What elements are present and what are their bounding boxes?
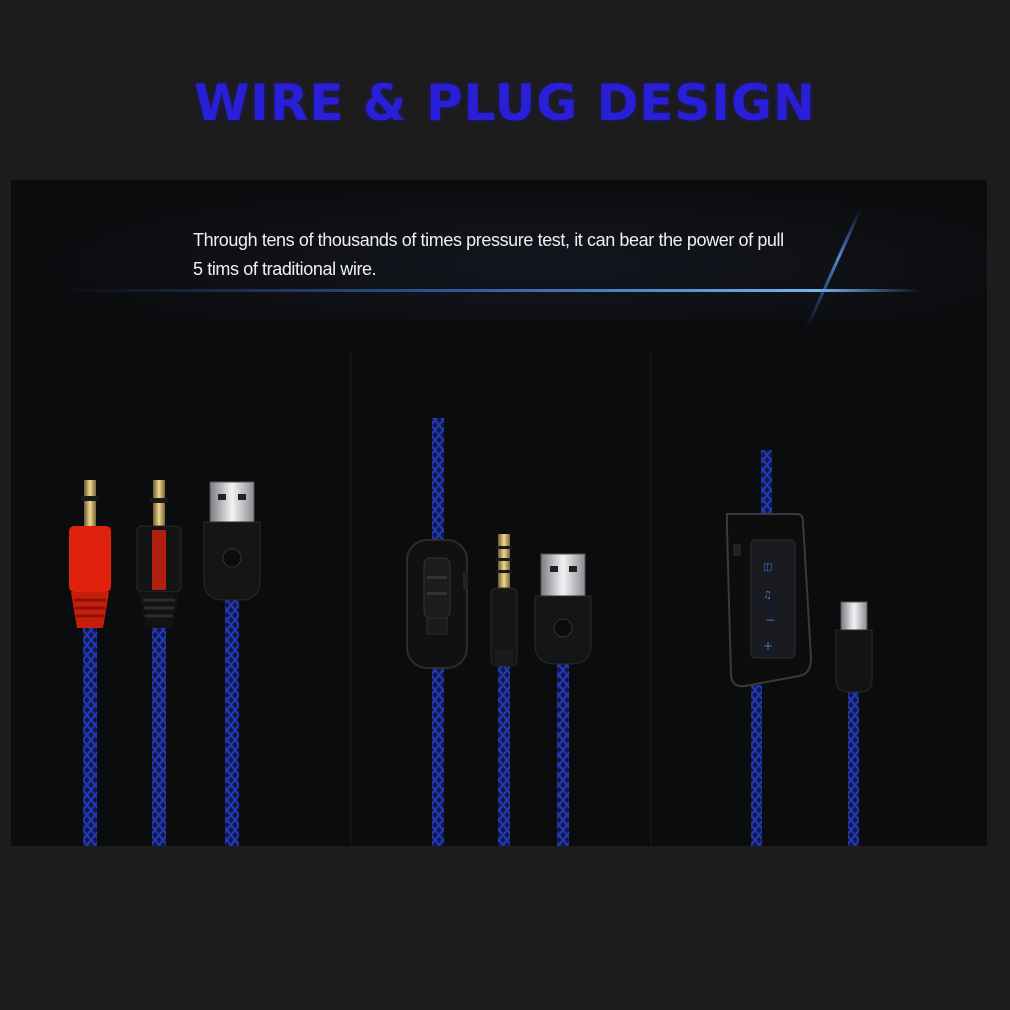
usb-control-box: ◫ ♫ − +	[726, 513, 813, 688]
description-line-2: 5 tims of traditional wire.	[193, 259, 377, 279]
usb-plug	[534, 553, 592, 846]
page-title: WIRE & PLUG DESIGN	[194, 74, 816, 132]
panel-glow	[11, 180, 987, 320]
red-audio-plug	[69, 480, 111, 846]
cables-illustration: ◫ ♫ − +	[69, 207, 873, 846]
cable-set-1	[69, 480, 261, 846]
cable-set-3: ◫ ♫ − +	[726, 450, 873, 846]
glow-divider	[61, 289, 921, 292]
svg-text:♫: ♫	[763, 590, 772, 601]
4-pole-audio-plug	[490, 534, 518, 846]
description-line-1: Through tens of thousands of times press…	[193, 230, 784, 250]
svg-text:◫: ◫	[763, 562, 772, 573]
usb-plug	[835, 601, 873, 846]
black-audio-plug	[136, 480, 182, 846]
usb-plug	[203, 481, 261, 846]
svg-text:−: −	[765, 613, 775, 627]
inline-volume-control	[406, 539, 468, 669]
cable-set-2	[406, 418, 592, 846]
description-text: Through tens of thousands of times press…	[193, 226, 873, 284]
svg-text:+: +	[763, 639, 773, 653]
light-streak	[804, 207, 863, 331]
product-panel: Through tens of thousands of times press…	[11, 180, 987, 846]
